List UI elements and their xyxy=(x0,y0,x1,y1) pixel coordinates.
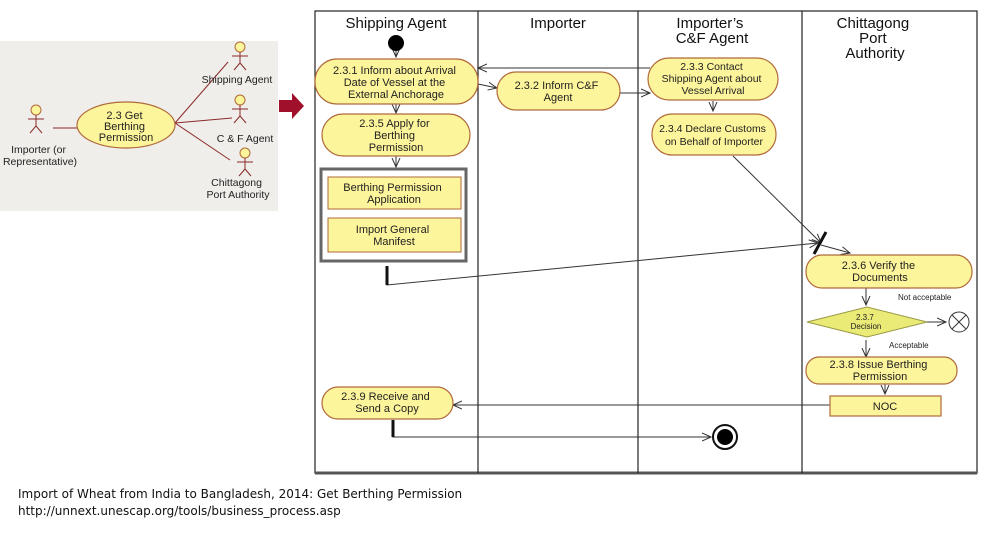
actor-limb xyxy=(233,115,241,124)
decision-237: 2.3.7 Decision xyxy=(806,306,928,338)
association-line xyxy=(174,61,229,124)
svg-text:2.3.2 Inform C&F Agent: 2.3.2 Inform C&F Agent xyxy=(515,80,602,104)
svg-text:2.3.3 Contact Shipping: 2.3.3 Contact Shipping Agent about Vesse… xyxy=(662,61,765,97)
activity-233: 2.3.3 Contact Shipping Agent about Vesse… xyxy=(647,57,779,101)
document-berthing-application: Berthing Permission Application xyxy=(327,176,462,210)
svg-text:2.3.6 Verify the Docume: 2.3.6 Verify the Documents xyxy=(842,260,918,284)
flow-231-232 xyxy=(477,84,497,88)
use-case-label: 2.3 Get Berthing Permission xyxy=(99,110,153,144)
document-group: Berthing Permission Application Import G… xyxy=(319,167,468,263)
actor-label-shipping-agent: Shipping Agent xyxy=(202,74,273,86)
use-case-diagram: 2.3 Get Berthing Permission Importer (or… xyxy=(3,41,274,201)
actor-head xyxy=(239,147,251,159)
actor-label-importer: Importer (or Representative) xyxy=(3,144,77,168)
document-import-manifest: Import General Manifest xyxy=(327,217,462,253)
lane-header-importer: Importer xyxy=(530,15,586,32)
actor-limb xyxy=(238,168,246,177)
actor-limb xyxy=(239,115,247,124)
caption-title: Import of Wheat from India to Bangladesh… xyxy=(18,487,463,501)
svg-text:2.3.9 Receive and Send a: 2.3.9 Receive and Send a Copy xyxy=(341,391,433,415)
actor-cf-agent xyxy=(232,94,248,124)
actor-head xyxy=(234,94,246,106)
initial-node-icon xyxy=(388,35,404,51)
svg-text:2.3.8 Issue Berthing Per: 2.3.8 Issue Berthing Permission xyxy=(830,359,931,383)
actor-limb xyxy=(244,168,252,177)
actor-limb xyxy=(29,125,37,134)
lane-header-cf-agent: Importer’s C&F Agent xyxy=(676,15,749,47)
activity-239: 2.3.9 Receive and Send a Copy xyxy=(321,386,454,420)
activity-236: 2.3.6 Verify the Documents xyxy=(805,254,973,289)
activity-232: 2.3.2 Inform C&F Agent xyxy=(496,71,621,111)
svg-text:2.3.1 Inform about Arrival: 2.3.1 Inform about Arrival Date of Vesse… xyxy=(333,65,459,101)
svg-text:Import General Manifes: Import General Manifest xyxy=(356,224,432,248)
activity-238: 2.3.8 Issue Berthing Permission xyxy=(805,356,958,385)
actor-label-port-authority: Chittagong Port Authority xyxy=(206,177,270,201)
flow-join-236 xyxy=(820,244,850,253)
actor-shipping-agent xyxy=(232,41,248,71)
guard-acceptable: Acceptable xyxy=(889,341,929,350)
flow-234-join xyxy=(732,155,821,243)
transition-arrow-icon xyxy=(279,93,304,119)
guard-not-acceptable: Not acceptable xyxy=(898,293,952,302)
actor-limb xyxy=(233,62,241,71)
svg-text:2.3.4 Declare Customs on: 2.3.4 Declare Customs on Behalf of Impor… xyxy=(659,123,769,148)
use-case-get-berthing xyxy=(76,101,176,149)
caption-url[interactable]: http://unnext.unescap.org/tools/business… xyxy=(18,504,341,518)
actor-port-authority xyxy=(237,147,253,177)
actor-head xyxy=(234,41,246,53)
flow-final-icon xyxy=(948,311,970,333)
svg-text:Berthing Permission Ap: Berthing Permission Application xyxy=(343,182,445,206)
caption: Import of Wheat from India to Bangladesh… xyxy=(18,486,462,520)
actor-limb xyxy=(35,125,43,134)
actor-limb xyxy=(239,62,247,71)
actor-importer xyxy=(28,104,44,134)
association-line xyxy=(174,122,231,161)
svg-text:NOC: NOC xyxy=(873,401,898,413)
actor-label-cf-agent: C & F Agent xyxy=(217,133,274,145)
association-line xyxy=(174,117,233,124)
final-node-center xyxy=(717,429,733,445)
document-noc: NOC xyxy=(829,395,942,417)
lane-header-shipping-agent: Shipping Agent xyxy=(346,15,448,32)
actor-head xyxy=(30,104,42,116)
activity-235: 2.3.5 Apply for Berthing Permission xyxy=(321,113,471,157)
svg-text:2.3.7 Decision: 2.3.7 Decision xyxy=(851,313,882,331)
activity-231: 2.3.1 Inform about Arrival Date of Vesse… xyxy=(314,58,479,105)
svg-text:2.3.5 Apply for Berthing: 2.3.5 Apply for Berthing Permission xyxy=(359,118,432,154)
activity-234: 2.3.4 Declare Customs on Behalf of Impor… xyxy=(651,113,777,156)
lane-header-port-authority: Chittagong Port Authority xyxy=(837,15,914,62)
join-bar xyxy=(812,231,828,255)
